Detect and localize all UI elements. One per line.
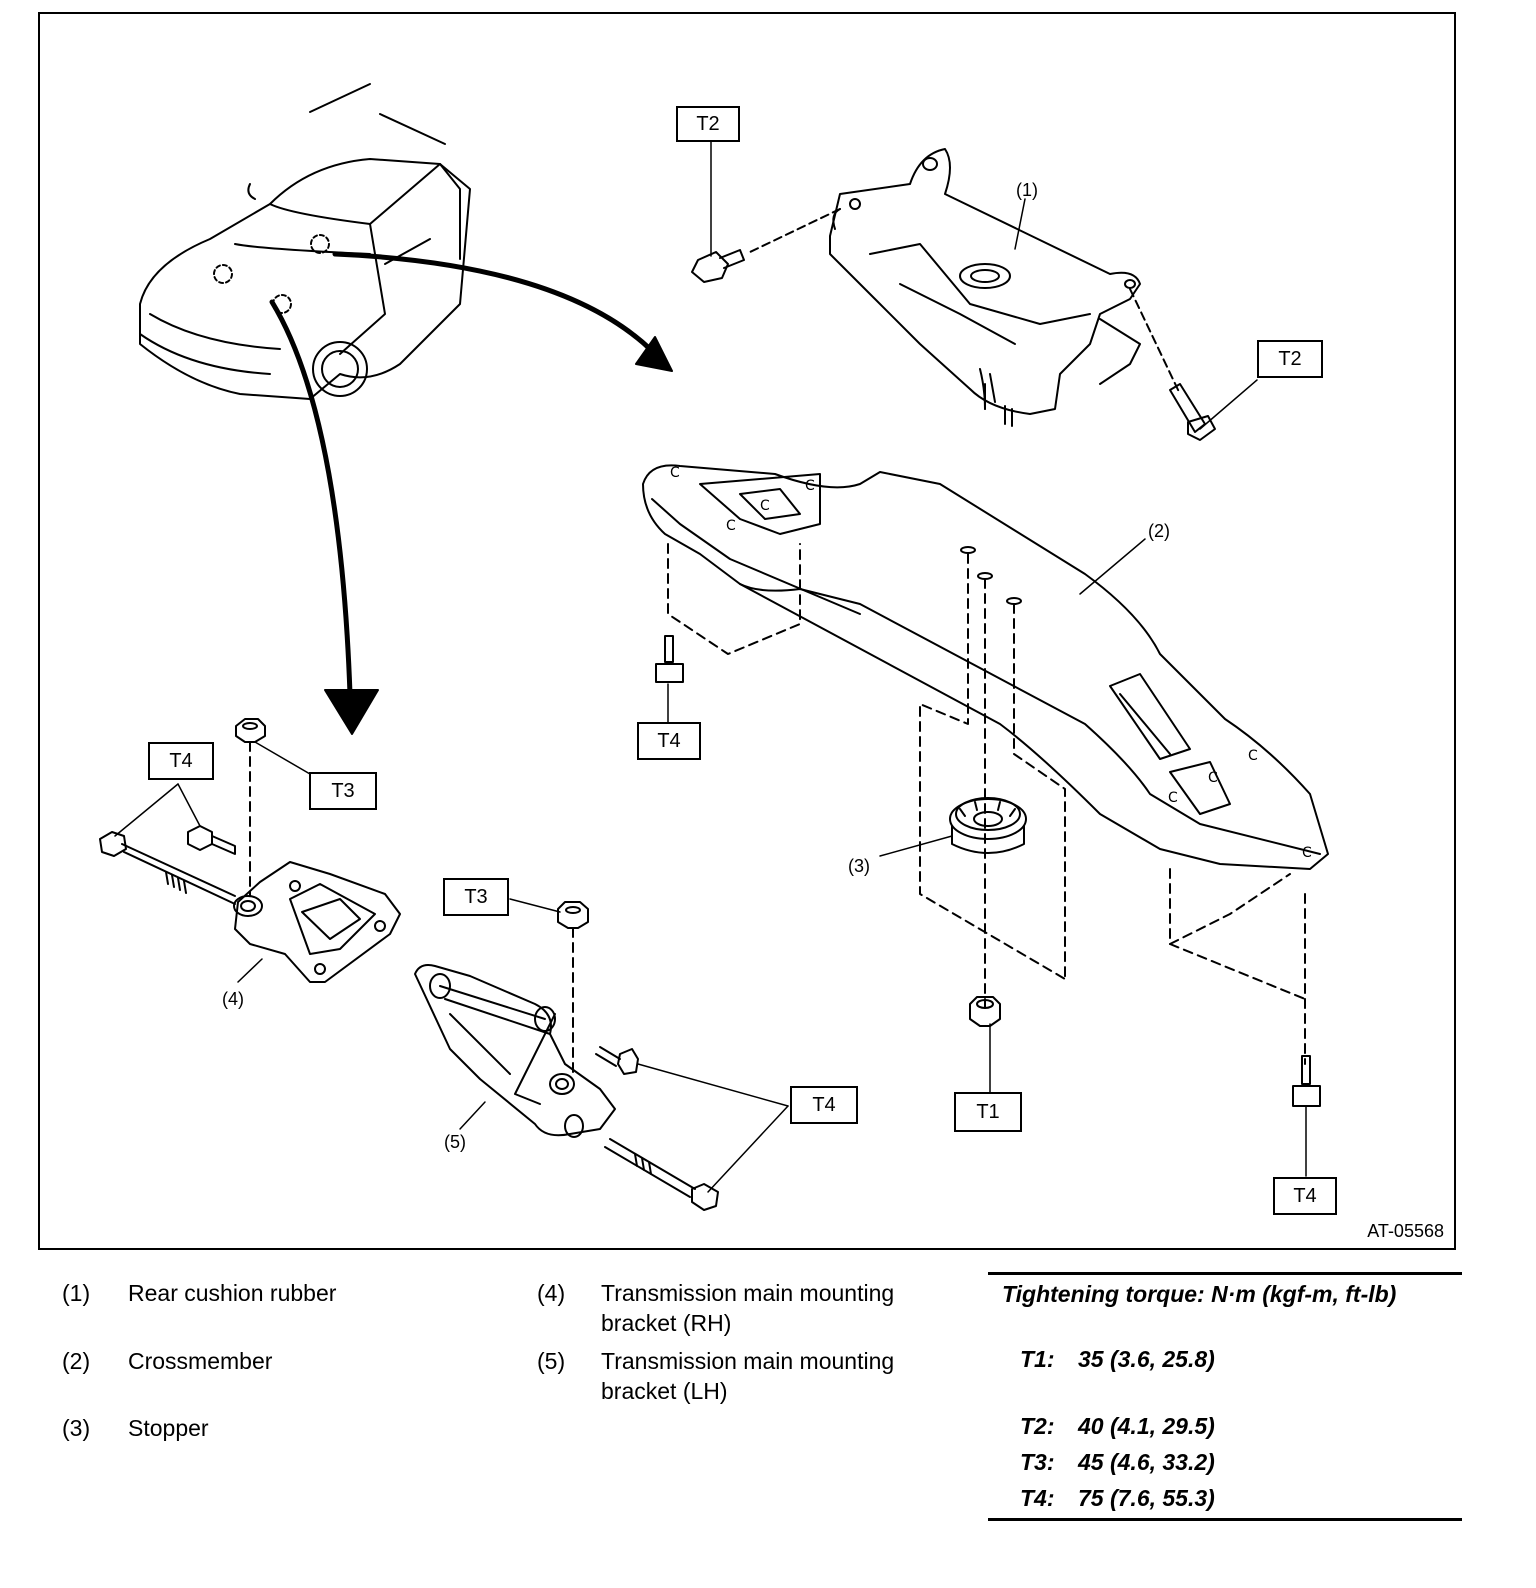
tag-t3-lh: T3	[443, 878, 509, 916]
rear-cushion-rubber	[749, 148, 1181, 427]
torque-bottom-rule	[988, 1518, 1462, 1521]
legend-text: Stopper	[128, 1415, 209, 1441]
svg-text:C: C	[726, 518, 736, 534]
svg-text:C: C	[1248, 748, 1258, 764]
tag-t2-top: T2	[676, 106, 740, 142]
svg-text:C: C	[1208, 770, 1218, 786]
torque-value: 75 (7.6, 55.3)	[1078, 1485, 1215, 1511]
torque-value: 40 (4.1, 29.5)	[1078, 1413, 1215, 1439]
torque-value: 35 (3.6, 25.8)	[1078, 1346, 1215, 1372]
bolt-t2-top	[691, 249, 745, 283]
torque-key: T1:	[1020, 1346, 1055, 1372]
torque-value: 45 (4.6, 33.2)	[1078, 1449, 1215, 1475]
torque-title: Tightening torque: N·m (kgf-m, ft-lb)	[1002, 1281, 1397, 1307]
tag-t4-cross-left: T4	[637, 722, 701, 760]
torque-key: T3:	[1020, 1449, 1055, 1475]
legend-num: (2)	[62, 1348, 91, 1374]
nut-t1	[969, 996, 1001, 1027]
callout-3: (3)	[848, 856, 870, 876]
mounting-bracket-lh	[414, 901, 719, 1211]
tag-t4-cross-right: T4	[1273, 1177, 1337, 1215]
diagram-drawing: C C C C C C C C	[99, 83, 1329, 1211]
bolt-t2-right	[1169, 383, 1216, 441]
legend-num: (3)	[62, 1415, 91, 1441]
svg-text:C: C	[670, 465, 680, 481]
svg-text:C: C	[760, 498, 770, 514]
torque-top-rule	[988, 1272, 1462, 1275]
tag-t4-lh: T4	[790, 1086, 858, 1124]
legend-text: Transmission main mounting bracket (LH)	[601, 1348, 895, 1404]
callout-4: (4)	[222, 989, 244, 1009]
callout-1: (1)	[1016, 180, 1038, 200]
bolt-t4-cross-left	[655, 635, 684, 683]
tag-t4-rh: T4	[148, 742, 214, 780]
callout-5: (5)	[444, 1132, 466, 1152]
mounting-bracket-rh	[99, 718, 401, 983]
crossmember: C C C C C C C C	[642, 464, 1329, 1065]
tag-t1: T1	[954, 1092, 1022, 1132]
torque-key: T2:	[1020, 1413, 1055, 1439]
legend-num: (5)	[537, 1348, 566, 1374]
location-arrows	[269, 251, 673, 735]
exploded-diagram: C C C C C C C C	[38, 12, 1456, 1250]
leader-lines	[114, 141, 1307, 1193]
torque-key: T4:	[1020, 1485, 1055, 1511]
svg-text:C: C	[1302, 845, 1312, 861]
stopper	[949, 797, 1027, 854]
legend-num: (1)	[62, 1280, 91, 1306]
callout-2: (2)	[1148, 521, 1170, 541]
legend-text: Transmission main mounting bracket (RH)	[601, 1280, 895, 1336]
legend-text: Crossmember	[128, 1348, 273, 1374]
tag-t2-right: T2	[1257, 340, 1323, 378]
svg-text:C: C	[1168, 790, 1178, 806]
tag-t3-rh: T3	[309, 772, 377, 810]
torque-table: Tightening torque: N·m (kgf-m, ft-lb) T1…	[988, 1272, 1462, 1522]
svg-text:C: C	[805, 478, 815, 494]
figure-id: AT-05568	[1367, 1221, 1444, 1241]
bolt-t4-cross-right	[1292, 1055, 1321, 1107]
legend-text: Rear cushion rubber	[128, 1280, 337, 1306]
legend-num: (4)	[537, 1280, 566, 1306]
vehicle-sketch	[139, 83, 471, 400]
